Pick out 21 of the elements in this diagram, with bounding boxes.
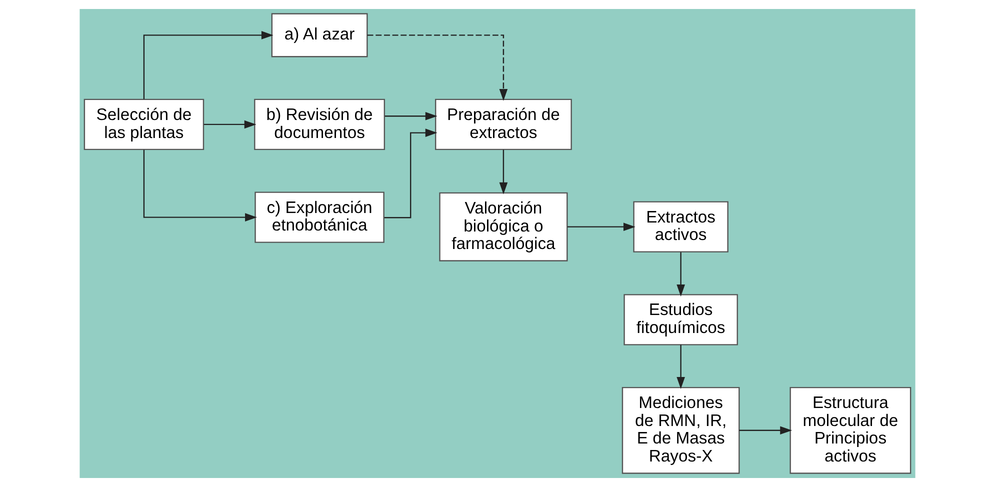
- node-box: c) Exploración etnobotánica: [254, 191, 384, 242]
- node-box: b) Revisión de documentos: [254, 98, 386, 150]
- arrow: [367, 34, 508, 100]
- arrow: [143, 149, 257, 221]
- node-box: Selección de las plantas: [84, 98, 204, 150]
- arrow: [676, 252, 685, 296]
- node-box: a) Al azar: [271, 12, 368, 57]
- node-box: Estructura molecular de Principios activos: [790, 386, 912, 474]
- arrow: [499, 149, 508, 194]
- node-box: Mediciones de RMN, IR, E de Masas Rayos-X: [622, 386, 740, 474]
- arrow: [676, 344, 685, 388]
- arrow: [567, 222, 636, 230]
- arrow: [143, 30, 274, 99]
- arrow: [204, 120, 256, 128]
- node-box: Estudios fitoquímicos: [624, 294, 738, 345]
- node-box: Valoración biológica o farmacológica: [439, 192, 568, 261]
- arrow: [384, 111, 438, 120]
- arrow: [739, 426, 792, 434]
- node-box: Extractos activos: [633, 200, 728, 252]
- arrow: [384, 128, 438, 218]
- node-box: Preparación de extractos: [435, 98, 572, 150]
